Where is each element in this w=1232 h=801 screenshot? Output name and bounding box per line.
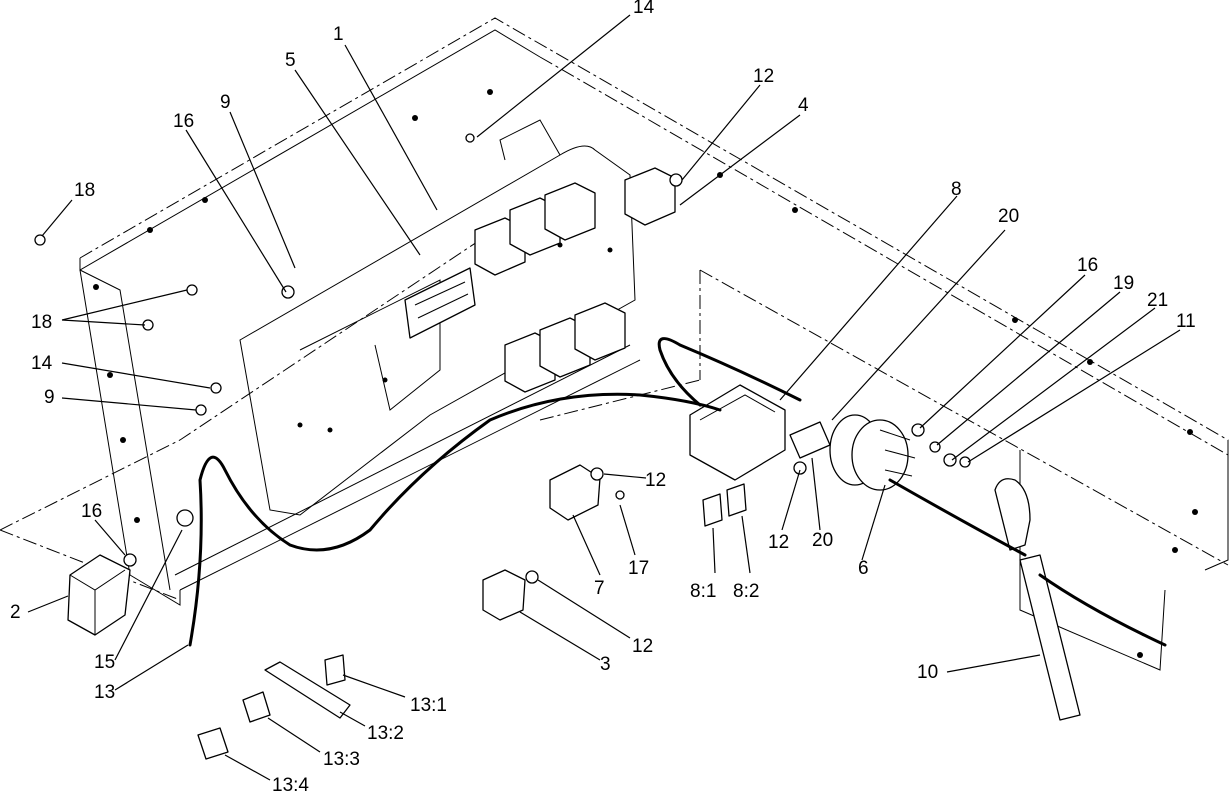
callout-20-lower: 20: [812, 530, 833, 551]
callout-9-upper: 9: [220, 92, 231, 113]
battery-cable: [888, 478, 1167, 721]
hardware-fasteners: [34, 133, 807, 584]
callout-12-upper: 12: [753, 66, 774, 87]
callout-13-1: 13:1: [410, 695, 447, 716]
callout-1: 1: [333, 24, 344, 45]
relay-group-lower: [504, 302, 626, 393]
callout-12-mid: 12: [645, 470, 666, 491]
wire-harness: [188, 337, 802, 647]
callout-14-left: 14: [31, 353, 53, 374]
callout-13: 13: [94, 682, 115, 703]
callout-5: 5: [285, 50, 296, 71]
battery-disconnect-switch: [829, 414, 971, 491]
callout-9-left: 9: [44, 387, 55, 408]
callout-16-upper: 16: [173, 111, 194, 132]
callout-13-3: 13:3: [323, 749, 360, 770]
callout-8-2: 8:2: [733, 581, 759, 602]
callout-13-2: 13:2: [367, 723, 404, 744]
relay-group-upper: [474, 167, 676, 276]
flasher-module: [67, 554, 131, 636]
callout-labels: 1 5 9 16 14 12 4 8 20 16 19 21 11 18 18 …: [10, 0, 1196, 796]
callout-21: 21: [1147, 290, 1168, 311]
leader-lines: [27, 14, 1181, 781]
callout-20-upper: 20: [998, 206, 1019, 227]
callout-11: 11: [1176, 311, 1196, 332]
callout-16-left: 16: [81, 501, 102, 522]
diode-block: [549, 464, 601, 521]
relay-mounting-plate: [239, 119, 636, 516]
callout-15: 15: [94, 652, 115, 673]
callout-17: 17: [628, 558, 649, 579]
callout-6: 6: [858, 558, 869, 579]
callout-8: 8: [951, 179, 962, 200]
callout-4: 4: [798, 95, 809, 116]
callout-19: 19: [1113, 273, 1134, 294]
callout-3: 3: [600, 654, 611, 675]
fuse-parts: [197, 483, 747, 760]
callout-2: 2: [10, 602, 21, 623]
fuse-holder-connector: [689, 384, 831, 481]
callout-10: 10: [917, 662, 938, 683]
callout-16-right: 16: [1077, 255, 1098, 276]
callout-18-top: 18: [74, 180, 95, 201]
fuse-block: [404, 267, 476, 339]
callout-7: 7: [594, 578, 605, 599]
callout-14-upper: 14: [633, 0, 655, 18]
callout-13-4: 13:4: [272, 775, 309, 796]
callout-18-left: 18: [31, 312, 52, 333]
callout-12-lower: 12: [768, 532, 789, 553]
callout-12-bottom: 12: [632, 636, 653, 657]
relay-single: [482, 569, 526, 621]
callout-8-1: 8:1: [690, 581, 716, 602]
